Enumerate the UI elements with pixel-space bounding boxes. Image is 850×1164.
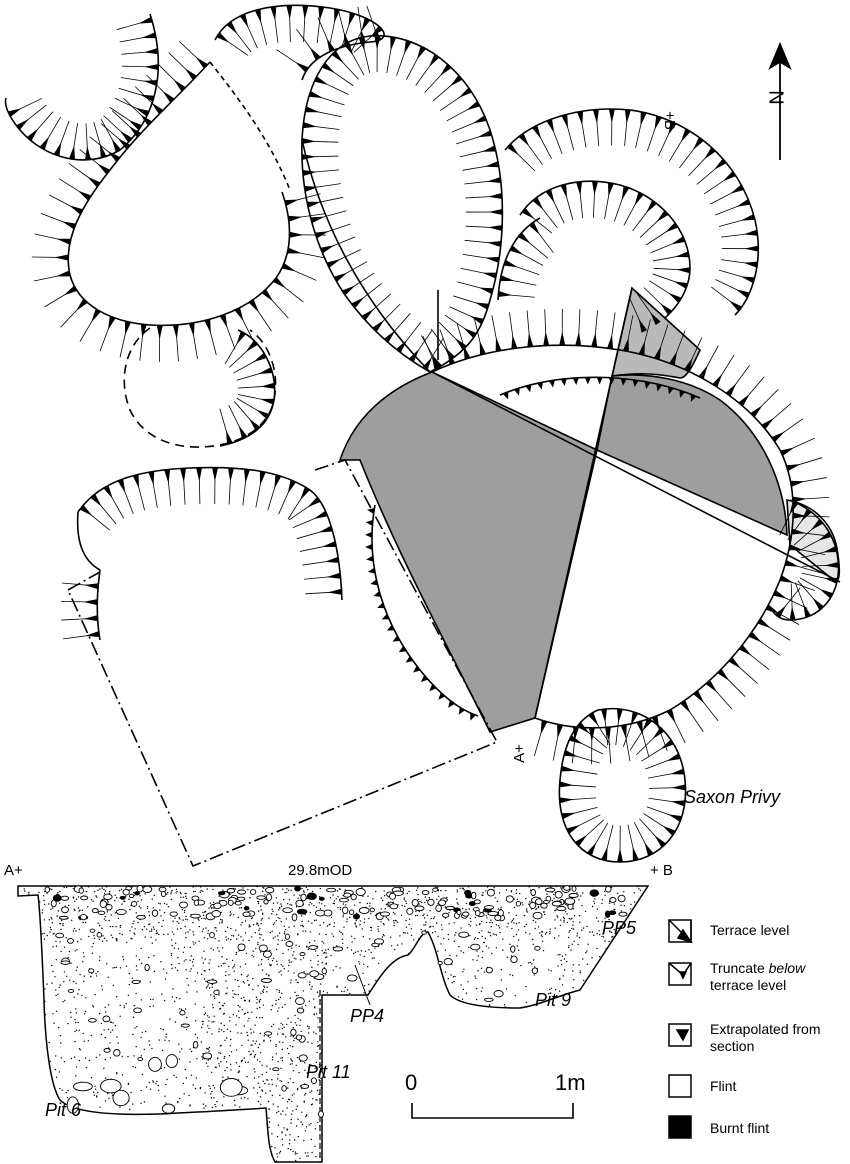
section-profile <box>17 885 650 1163</box>
legend-terrace-label: Terrace level <box>710 922 790 938</box>
feature-lower-left-pit-w <box>96 569 101 641</box>
plan-point-a: A+ <box>510 744 528 763</box>
plan-view <box>4 4 841 868</box>
feature-south-circle-dark-west <box>338 371 598 733</box>
section-line-cross <box>534 287 633 719</box>
hachure-ticks <box>422 308 830 765</box>
feature-lower-left-pit-join <box>76 511 101 571</box>
section-line-a-b <box>431 371 841 583</box>
pp4-leader <box>354 964 371 1006</box>
pp5-label: PP5 <box>602 918 637 938</box>
section-point-b: + B <box>650 862 673 879</box>
trench-outline <box>67 459 499 868</box>
legend-flint-label: Flint <box>710 1078 737 1094</box>
hachure-ticks <box>7 16 159 160</box>
feature-left-pit <box>67 61 291 327</box>
pit11-label: Pit 11 <box>306 1062 351 1082</box>
section-flints <box>44 885 628 1118</box>
feature-south-circle-mid-ne <box>610 286 701 379</box>
feature-lower-left-pit <box>77 466 343 601</box>
hachure-ticks <box>31 41 326 362</box>
legend-burnt-flint-label: Burnt flint <box>710 1120 770 1136</box>
section-view <box>17 885 650 1163</box>
hachure-ticks <box>506 109 759 312</box>
feature-dashed-edge <box>209 61 291 191</box>
hachure-ticks <box>219 331 275 445</box>
pp4-label: PP4 <box>350 1006 385 1026</box>
feature-east-pit-inner-lower <box>497 217 541 301</box>
hachure-ticks <box>365 507 476 721</box>
north-label: N <box>764 90 787 105</box>
hachure-ticks <box>79 467 342 595</box>
hachure-ticks <box>502 377 697 402</box>
scale-bar <box>411 1103 574 1119</box>
feature-upper-middle-pit <box>214 4 385 81</box>
legend-extrapolated-label: Extrapolated from section <box>710 1021 821 1054</box>
feature-central-oval-edge <box>301 139 431 373</box>
feature-south-circle-outline <box>431 344 794 729</box>
hachure-ticks <box>60 582 100 640</box>
pit9-label: Pit 9 <box>535 990 572 1010</box>
feature-central-oval <box>301 34 504 373</box>
pit6-label: Pit 6 <box>45 1100 82 1120</box>
legend-burnt-flint-symbol <box>668 1115 692 1139</box>
feature-east-pit-outer <box>504 108 759 316</box>
hachure-ticks <box>559 708 686 863</box>
section-datum: 29.8mOD <box>288 862 353 879</box>
legend-symbols <box>668 919 693 1139</box>
feature-south-circle-inner-w <box>371 504 479 717</box>
hachure-ticks <box>301 35 503 371</box>
north-arrow <box>768 41 792 160</box>
hachure-ticks <box>521 181 691 333</box>
hachure-ticks <box>775 501 839 621</box>
saxon-privy-label: Saxon Privy <box>684 787 781 807</box>
scale-zero: 0 <box>405 1070 418 1095</box>
legend-truncate-label: Truncate below terrace level <box>710 960 806 993</box>
section-point-a: A+ <box>4 862 23 879</box>
feature-south-circle-light-e <box>786 499 841 583</box>
legend-flint-symbol <box>668 1074 692 1098</box>
scale-end: 1m <box>555 1070 586 1095</box>
feature-dashed-circle <box>123 327 277 448</box>
hachure-ticks <box>498 221 554 298</box>
feature-south-circle-dark-east <box>596 374 788 537</box>
plan-point-b: +B <box>660 111 678 130</box>
